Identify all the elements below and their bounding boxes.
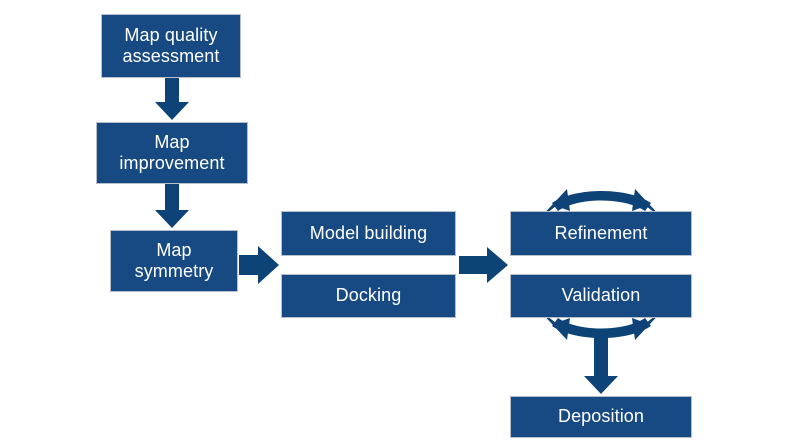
node-refinement-label: Refinement <box>554 222 648 243</box>
node-validation-label: Validation <box>561 285 641 306</box>
arrow-improvement-to-symmetry <box>155 184 189 228</box>
arrow-model-building-to-refinement <box>459 247 508 283</box>
node-map-symmetry-label: Map symmetry <box>134 239 214 281</box>
node-model-building[interactable]: Model building <box>281 211 456 256</box>
arrow-quality-to-improvement <box>155 78 189 120</box>
node-map-quality-assessment-label: Map quality assessment <box>122 24 220 66</box>
node-deposition-label: Deposition <box>557 406 645 427</box>
node-docking-label: Docking <box>335 285 402 306</box>
node-refinement[interactable]: Refinement <box>510 211 692 256</box>
node-docking[interactable]: Docking <box>281 274 456 318</box>
node-deposition[interactable]: Deposition <box>510 396 692 438</box>
node-map-improvement[interactable]: Map improvement <box>96 122 248 184</box>
arrow-symmetry-to-model-building <box>239 246 279 284</box>
arrow-cycle-to-deposition <box>584 332 618 394</box>
node-model-building-label: Model building <box>309 222 428 243</box>
node-validation[interactable]: Validation <box>510 274 692 318</box>
node-map-improvement-label: Map improvement <box>119 131 225 173</box>
node-map-symmetry[interactable]: Map symmetry <box>110 230 238 292</box>
node-map-quality-assessment[interactable]: Map quality assessment <box>101 14 241 78</box>
